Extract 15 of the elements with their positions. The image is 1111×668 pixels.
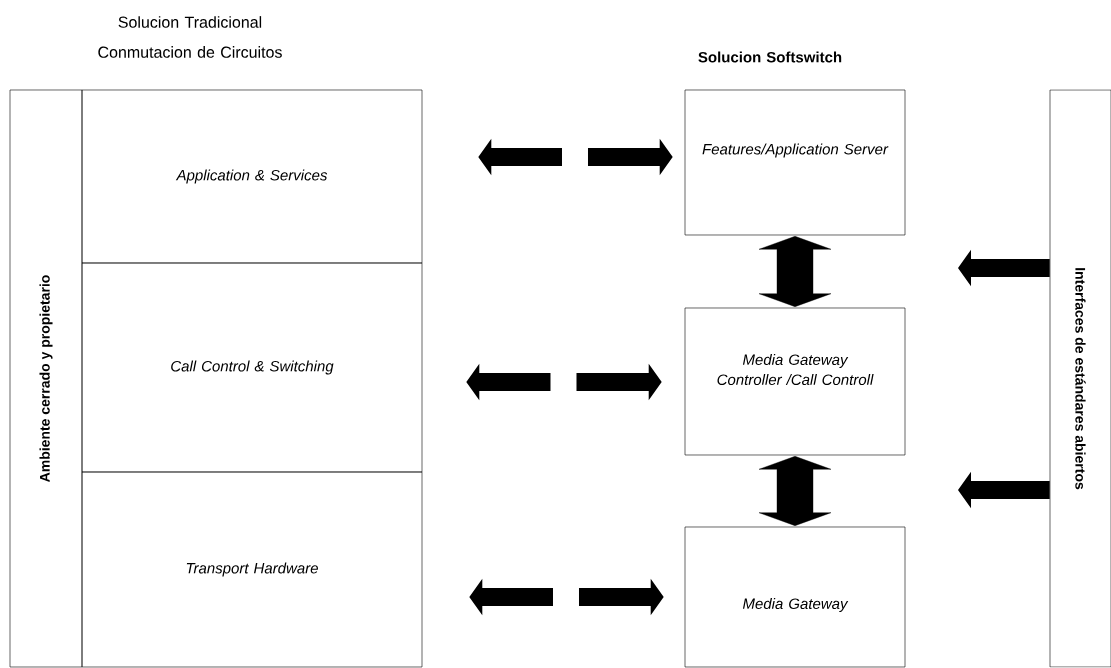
arrow	[469, 578, 664, 616]
column-heading: Solucion Tradicional Conmutacion de Circuitos	[98, 16, 282, 58]
arrow	[758, 236, 832, 307]
layer-cell: Application & Services	[81, 89, 423, 264]
layer-cell: Call Control & Switching	[81, 262, 423, 473]
layer-cell: Transport Hardware	[81, 471, 423, 668]
process-box: Features/Application Server	[684, 89, 906, 236]
column-heading: Solucion Softswitch	[698, 51, 842, 63]
process-box: Media Gateway Controller /Call Controll	[684, 307, 906, 456]
side-band: Interfaces de estándares abiertos	[1049, 89, 1111, 668]
arrow	[466, 363, 662, 401]
arrow	[758, 456, 832, 526]
side-band: Ambiente cerrado y propietario	[9, 89, 83, 668]
process-box: Media Gateway	[684, 526, 906, 668]
arrow	[478, 138, 673, 176]
